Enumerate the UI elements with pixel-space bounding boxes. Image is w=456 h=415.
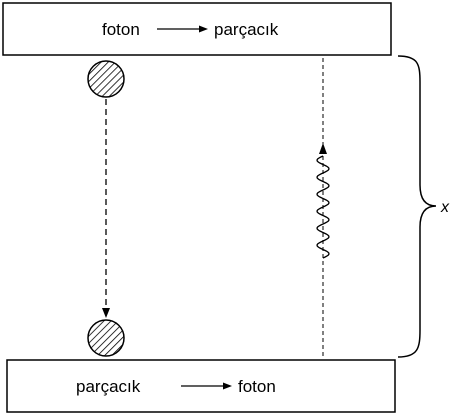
particle-top xyxy=(87,60,125,98)
bottom-plate: parçacık foton xyxy=(6,359,396,413)
distance-label: x xyxy=(440,199,450,216)
bottom-from-label: parçacık xyxy=(76,377,141,396)
bottom-arrow xyxy=(181,382,232,390)
top-from-label: foton xyxy=(102,20,140,39)
top-to-label: parçacık xyxy=(214,20,279,39)
particle-bottom xyxy=(87,319,125,357)
top-plate: foton parçacık xyxy=(2,2,392,56)
photon-arrowhead xyxy=(319,143,327,154)
particle-arrowhead xyxy=(102,308,110,318)
bottom-to-label: foton xyxy=(238,377,276,396)
top-arrow xyxy=(157,25,208,33)
distance-brace xyxy=(397,55,437,358)
photon-wave xyxy=(316,155,330,259)
